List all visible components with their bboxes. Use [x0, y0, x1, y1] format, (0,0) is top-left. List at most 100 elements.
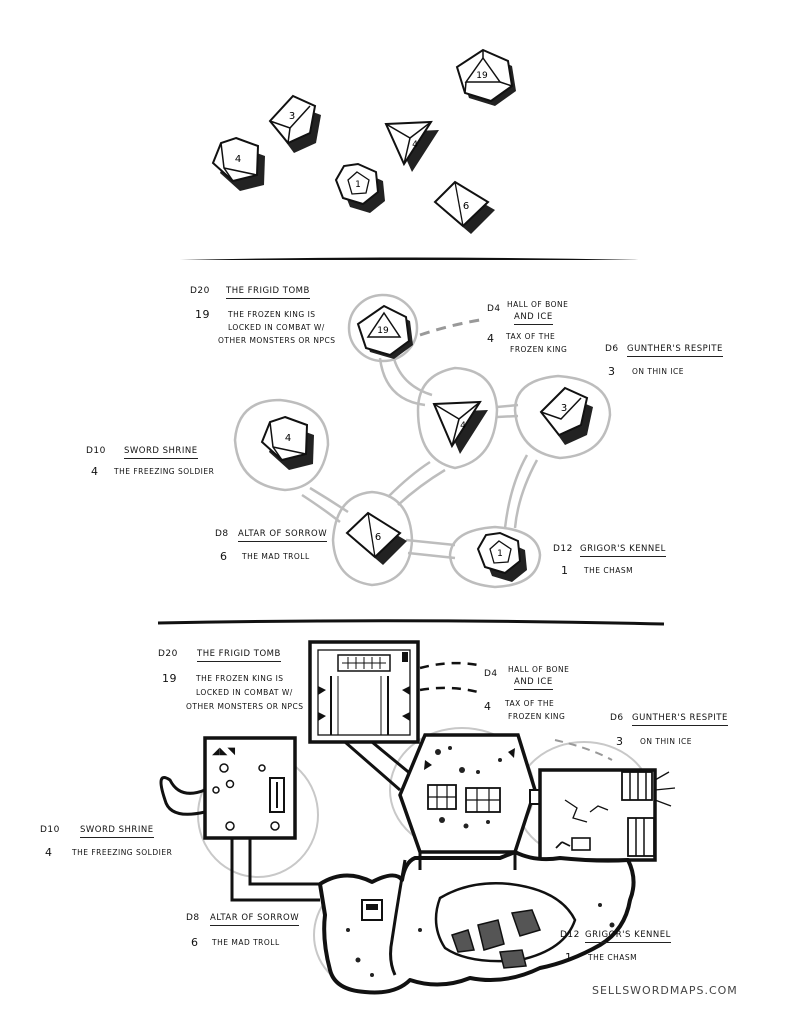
map-d4-result-line-1: TAX OF THE: [505, 699, 555, 708]
d4-die: 4: [384, 120, 439, 172]
respite-bed-2: [627, 817, 655, 857]
d10-face: 4: [235, 154, 241, 165]
region-d12: [448, 525, 542, 589]
map-d12-result: THE CHASM: [588, 953, 638, 962]
map-dashed-tunnel-1: [419, 661, 479, 670]
map-d6-result: ON THIN ICE: [640, 737, 693, 746]
diagram-d8-die-label: D8: [215, 529, 229, 539]
connector-d6-d12: [503, 454, 529, 529]
region-d4: [416, 366, 499, 470]
map-d12-room-name: GRIGOR'S KENNEL: [585, 931, 671, 943]
diagram-d20-room-name: THE FRIGID TOMB: [226, 287, 310, 299]
map-d6-roll: 3: [616, 735, 624, 748]
diagram-d10-result: THE FREEZING SOLDIER: [114, 467, 215, 476]
diagram-d6-result: ON THIN ICE: [632, 367, 685, 376]
diagram-d10-die-label: D10: [86, 446, 106, 456]
section-divider-top: [179, 257, 642, 260]
map-d12-roll: 1: [565, 951, 573, 964]
d20-face: 19: [476, 71, 488, 81]
region-d6: [513, 374, 612, 460]
map-room-frigid-tomb: [308, 640, 420, 744]
diagram-d4-result-line-1: TAX OF THE: [506, 332, 556, 341]
diagram-d10-room-name: SWORD SHRINE: [124, 447, 198, 459]
diagram-d4-roll: 4: [487, 332, 495, 345]
d12-diagram-die: 1: [476, 531, 527, 582]
thrown-dice-section: 19 3 4 4: [179, 48, 642, 260]
respite-table: [571, 837, 591, 851]
map-cave-system: [318, 850, 636, 995]
d6-diagram-die: 3: [539, 386, 593, 445]
d12-die: 1: [334, 162, 385, 213]
connector-d8-d4: [387, 460, 431, 498]
map-d4-room-name-line-2: AND ICE: [514, 678, 553, 690]
region-d10: [233, 398, 330, 492]
map-room-sword-shrine: ◢◣◥: [159, 736, 320, 902]
svg-text:◢◣◥: ◢◣◥: [212, 746, 235, 757]
shrine-side-passage: [159, 776, 206, 816]
diagram-d4-die-label: D4: [487, 304, 501, 314]
map-d20-room-name: THE FRIGID TOMB: [197, 650, 281, 662]
d20-die: 19: [455, 48, 516, 106]
diagram-d10-roll: 4: [91, 465, 99, 478]
diagram-d8-roll: 6: [220, 550, 228, 563]
diagram-d20-result-line-1: THE FROZEN KING IS: [228, 310, 316, 319]
d20-diagram-die: 19: [356, 304, 413, 359]
d6-die: 3: [268, 94, 321, 153]
d10-diagram-die: 4: [260, 415, 314, 470]
map-d8-die-label: D8: [186, 913, 200, 923]
d6-face: 3: [289, 111, 295, 122]
diagram-d4-result-line-2: FROZEN KING: [510, 345, 568, 354]
map-d4-roll: 4: [484, 700, 492, 713]
map-dashed-tunnel-3: [554, 739, 613, 761]
diagram-d20-die-label: D20: [190, 286, 210, 296]
kennel-chasm-rim: [434, 882, 577, 963]
d8-diagram-face: 6: [375, 532, 381, 543]
diagram-d12-result: THE CHASM: [584, 566, 634, 575]
d4-face: 4: [412, 140, 418, 150]
d6-diagram-face: 3: [561, 403, 567, 414]
d8-face: 6: [463, 201, 469, 212]
region-d8: [331, 490, 414, 587]
map-d4-result-line-2: FROZEN KING: [508, 712, 566, 721]
diagram-d6-room-name: GUNTHER'S RESPITE: [627, 345, 723, 357]
connector-d8-d12: [405, 538, 456, 547]
diagram-d12-die-label: D12: [553, 544, 573, 554]
map-d12-die-label: D12: [560, 930, 580, 940]
d12-face: 1: [355, 180, 361, 190]
kennel-rocks: [451, 909, 542, 969]
map-d10-result: THE FREEZING SOLDIER: [72, 848, 173, 857]
map-d6-die-label: D6: [610, 713, 624, 723]
map-d4-room-name-line-1: HALL OF BONE: [508, 665, 570, 674]
dashed-link-d20-d4: [419, 318, 481, 337]
diagram-d12-room-name: GRIGOR'S KENNEL: [580, 545, 666, 557]
diagram-d8-room-name: ALTAR OF SORROW: [238, 530, 328, 542]
map-room-gunthers-respite: [538, 768, 676, 862]
d10-diagram-face: 4: [285, 433, 291, 444]
map-d10-room-name: SWORD SHRINE: [80, 826, 154, 838]
d10-die: 4: [211, 136, 265, 191]
map-d20-result-line-3: OTHER MONSTERS OR NPCs: [186, 702, 304, 711]
respite-bed-1: [621, 771, 653, 801]
d4-diagram-die: 4: [432, 400, 488, 454]
diagram-d4-room-name-line-1: HALL OF BONE: [507, 300, 569, 309]
diagram-d20-roll: 19: [195, 308, 210, 321]
map-d8-room-name: ALTAR OF SORROW: [210, 914, 300, 926]
map-d20-die-label: D20: [158, 649, 178, 659]
map-d10-roll: 4: [45, 846, 53, 859]
map-room-hall-of-bone: [398, 733, 541, 854]
diagram-d12-roll: 1: [561, 564, 569, 577]
map-d6-room-name: GUNTHER'S RESPITE: [632, 714, 728, 726]
diagram-d8-result: THE MAD TROLL: [242, 552, 310, 561]
map-d4-die-label: D4: [484, 669, 498, 679]
diagram-d6-roll: 3: [608, 365, 616, 378]
map-d20-roll: 19: [162, 672, 177, 685]
diagram-d20-result-line-3: OTHER MONSTERS OR NPCs: [218, 336, 336, 345]
region-d20: [347, 293, 419, 363]
map-d20-result-line-1: THE FROZEN KING IS: [196, 674, 284, 683]
d8-die: 6: [433, 180, 495, 234]
d12-diagram-face: 1: [497, 549, 503, 559]
map-d20-result-line-2: LOCKED IN COMBAT W/: [196, 688, 293, 697]
